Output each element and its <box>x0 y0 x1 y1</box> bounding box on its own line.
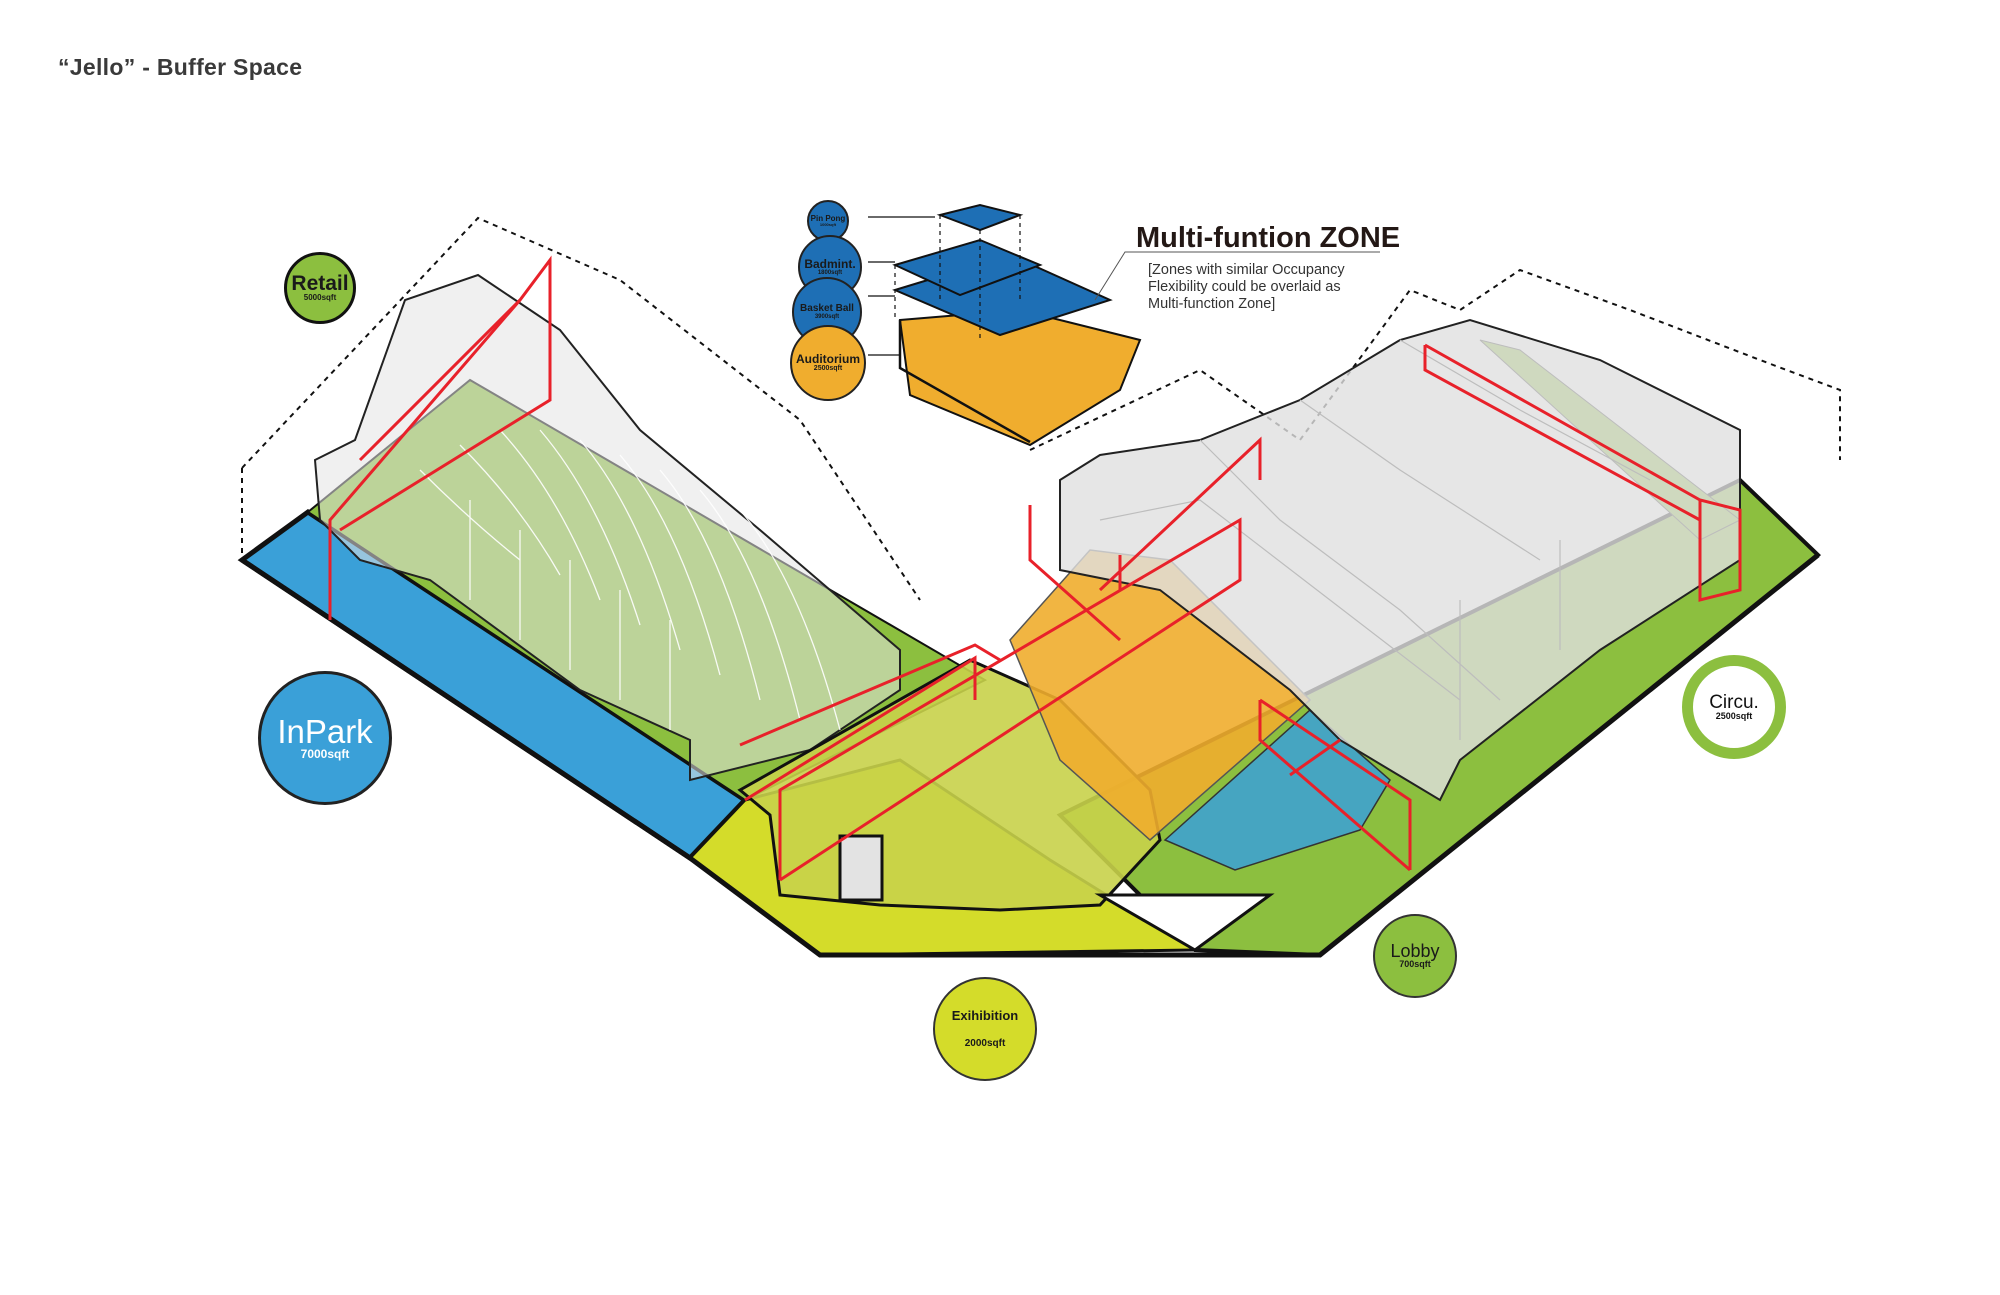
exhibition-name: Exihibition <box>951 1008 1019 1023</box>
retail-area: 5000sqft <box>303 293 337 303</box>
lobby-wedge <box>1094 893 1275 952</box>
window-opening <box>838 834 884 902</box>
right-volume-edges <box>1099 339 1651 740</box>
multi-function-note: [Zones with similar Occupancy Flexibilit… <box>1148 262 1398 313</box>
auditorium-circle: Auditorium 2500sqft <box>790 325 866 401</box>
auditorium-name: Auditorium <box>796 352 860 367</box>
basketball-area: 3900sqft <box>814 313 840 320</box>
pingpong-name: Pin Pong <box>810 213 846 223</box>
auditorium-slab <box>898 308 1142 447</box>
lobby-area: 700sqft <box>1399 959 1431 970</box>
circu-name: Circu. <box>1709 691 1759 713</box>
pingpong-circle: Pin Pong 1000sqft <box>807 200 849 242</box>
retail-bubble: Retail 5000sqft <box>284 252 356 324</box>
red-frames <box>328 255 1742 882</box>
badminton-name: Badmint. <box>804 256 856 271</box>
pingpong-plate <box>936 203 1024 232</box>
inpark-bubble: InPark 7000sqft <box>258 671 392 805</box>
site-outline <box>240 553 1820 958</box>
exhibition-area: 2000sqft <box>964 1038 1006 1049</box>
multi-function-heading: Multi-funtion ZONE <box>1136 222 1401 254</box>
circu-area: 2500sqft <box>1715 710 1753 721</box>
lobby-name: Lobby <box>1390 941 1440 962</box>
circu-bubble: Circu. 2500sqft <box>1682 655 1786 759</box>
note-line: Flexibility could be overlaid as <box>1148 279 1341 295</box>
stack-diagram <box>868 203 1380 447</box>
left-volume <box>313 273 901 782</box>
inpark-area: 7000sqft <box>300 746 350 761</box>
badminton-plate <box>892 238 1043 297</box>
left-volume-ribs <box>419 429 841 731</box>
note-line: Multi-function Zone] <box>1148 296 1276 312</box>
page-title: “Jello” - Buffer Space <box>58 54 303 80</box>
envelope-outline <box>241 216 1841 601</box>
retail-name: Retail <box>291 272 349 296</box>
exhibition-bubble: Exihibition 2000sqft <box>933 977 1037 1081</box>
lobby-bubble: Lobby 700sqft <box>1373 914 1457 998</box>
badminton-area: 1800sqft <box>817 269 843 276</box>
note-line: [Zones with similar Occupancy <box>1148 262 1345 278</box>
basketball-name: Basket Ball <box>800 302 854 314</box>
inpark-name: InPark <box>277 712 373 750</box>
note-leader <box>1094 251 1380 301</box>
auditorium-area: 2500sqft <box>813 365 843 373</box>
pingpong-area: 1000sqft <box>819 221 837 227</box>
